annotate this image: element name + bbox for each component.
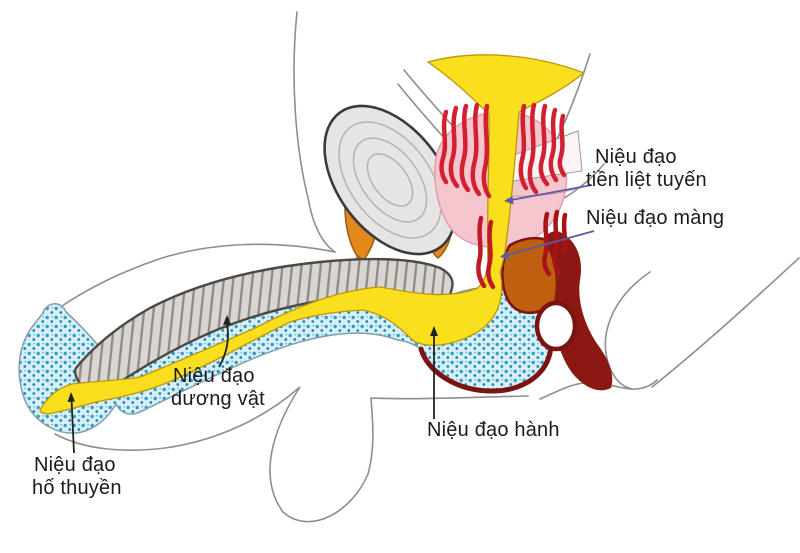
groin-crease-2 [397, 83, 447, 141]
pointer-navicular-urethra [67, 392, 75, 454]
pointer-bulbar-urethra [430, 326, 438, 419]
label-navicular-urethra: Niệu đạo hố thuyền [32, 454, 122, 500]
pointer-membranous-urethra [500, 230, 595, 260]
buttock-fold-inner [604, 271, 651, 390]
label-prostatic-line1: Niệu đạo [595, 146, 677, 168]
label-membranous-urethra: Niệu đạo màng [586, 207, 724, 230]
label-penile-line1: Niệu đạo [173, 365, 255, 387]
label-prostatic-line2: tiền liệt tuyến [586, 169, 707, 191]
body-outline [54, 11, 800, 523]
penis-ventral-and-scrotum-outline [54, 386, 529, 523]
label-penile-urethra: Niệu đạo dương vật [171, 365, 265, 411]
label-navicular-line1: Niệu đạo [34, 454, 116, 476]
label-navicular-line2: hố thuyền [32, 477, 122, 499]
label-prostatic-urethra: Niệu đạo tiền liệt tuyến [586, 146, 707, 192]
label-membranous-text: Niệu đạo màng [586, 207, 725, 229]
label-bulbar-urethra: Niệu đạo hành [427, 419, 560, 442]
label-pointers [67, 184, 595, 454]
pubic-symphysis [323, 104, 457, 256]
urethra-and-bladder [39, 54, 585, 415]
pointer-penile-urethra [218, 315, 231, 368]
buttock-fold-outer [651, 257, 800, 388]
abdomen-outline [293, 11, 336, 253]
anal-sphincter-ring [534, 300, 578, 352]
penis-dorsal-outline [61, 243, 336, 307]
pointer-prostatic-urethra [504, 184, 593, 205]
label-penile-line2: dương vật [171, 388, 265, 410]
label-bulbar-text: Niệu đạo hành [427, 419, 560, 441]
sphincter-muscle-fibers [439, 102, 568, 290]
